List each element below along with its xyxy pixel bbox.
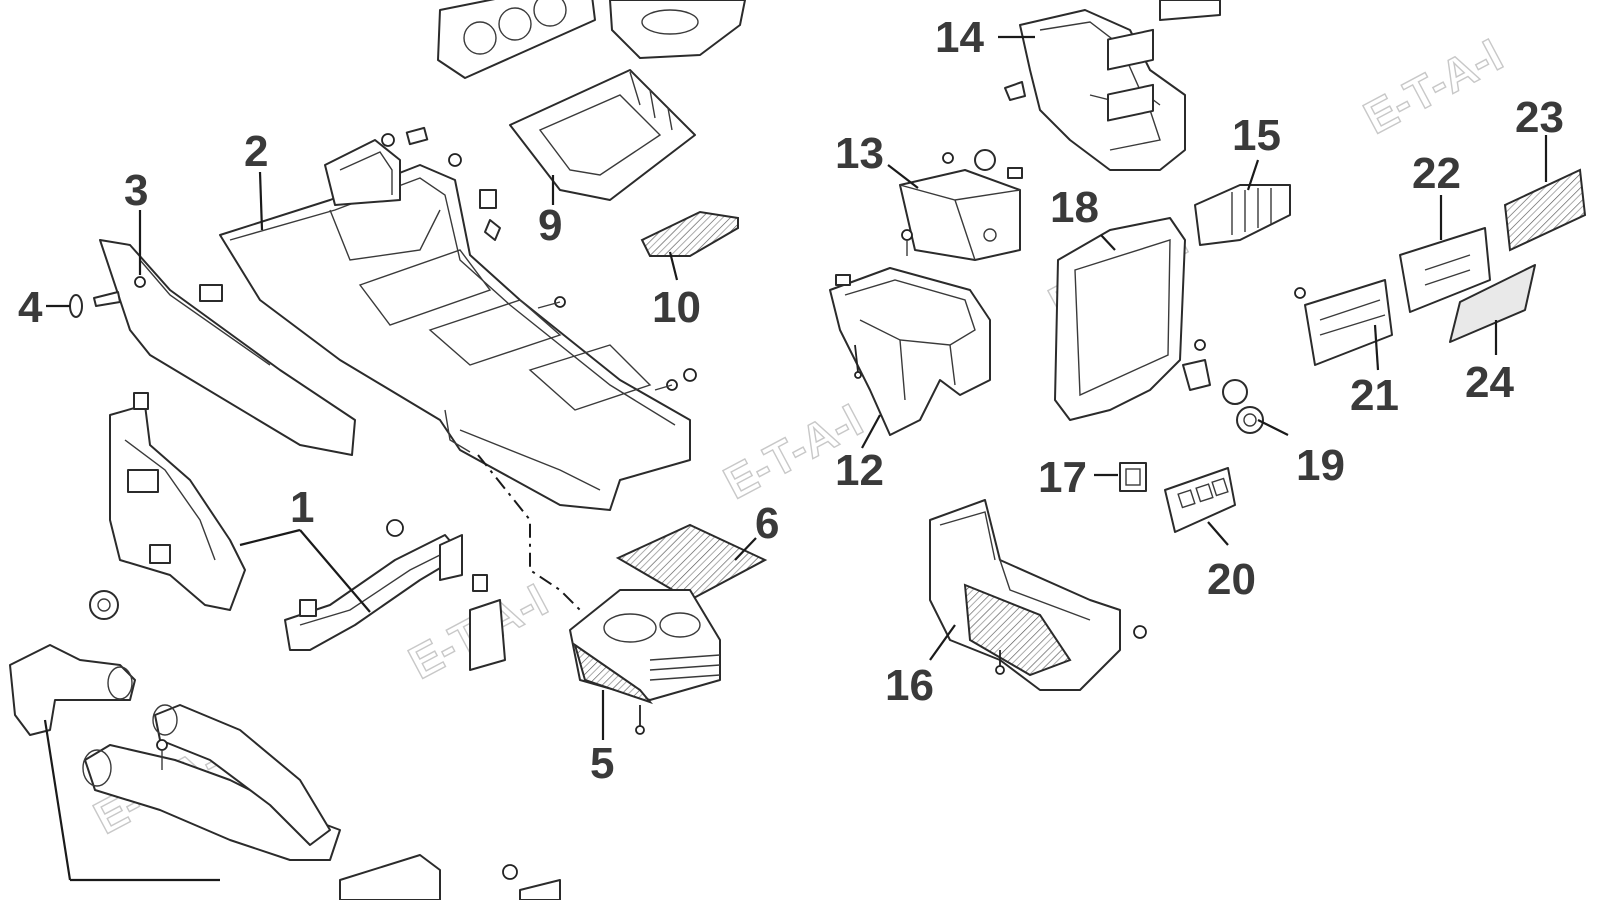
part-12-armrest-housing <box>829 267 991 436</box>
callout-21: 21 <box>1350 371 1399 420</box>
part-13-storage-bin <box>899 149 1023 261</box>
part-5-cup-holder <box>569 589 721 735</box>
callout-23: 23 <box>1515 93 1564 142</box>
callout-13: 13 <box>835 129 884 178</box>
part-16-rear-frame <box>929 499 1147 691</box>
part-22-module <box>1399 227 1491 313</box>
part-14-rear-trim <box>1004 0 1221 171</box>
callout-2: 2 <box>244 127 268 176</box>
callout-1: 1 <box>290 483 314 532</box>
part-17-switch <box>1119 462 1147 492</box>
callout-17: 17 <box>1038 453 1087 502</box>
callout-labels: 1 2 3 4 5 6 9 10 12 13 14 15 16 17 18 19… <box>18 13 1564 788</box>
callout-24: 24 <box>1465 358 1514 407</box>
part-2-console-body <box>219 126 697 611</box>
part-20-switch-panel <box>1164 467 1236 533</box>
callout-15: 15 <box>1232 111 1281 160</box>
part-19-socket <box>1182 359 1264 434</box>
part-1-bracket-front <box>109 392 246 611</box>
part-air-duct <box>9 644 561 900</box>
part-24-plate <box>1449 264 1536 343</box>
callout-19: 19 <box>1296 441 1345 490</box>
callout-20: 20 <box>1207 555 1256 604</box>
leader-lines <box>43 35 1548 882</box>
callout-10: 10 <box>652 283 701 332</box>
callout-3: 3 <box>124 166 148 215</box>
callout-16: 16 <box>885 661 934 710</box>
callout-6: 6 <box>755 499 779 548</box>
part-10-mat <box>640 210 739 257</box>
part-screw <box>156 739 168 770</box>
part-washer <box>89 590 119 620</box>
callout-5: 5 <box>590 739 614 788</box>
watermark: E-T-A-I <box>1355 28 1510 143</box>
part-gear-boot-top <box>609 0 746 59</box>
part-6-mat <box>615 523 768 602</box>
part-21-module <box>1294 279 1393 366</box>
callout-12: 12 <box>835 446 884 495</box>
part-switch-bezel <box>437 0 596 79</box>
callout-14: 14 <box>935 13 984 62</box>
part-18-rear-panel <box>1054 28 1206 421</box>
part-4-clip <box>69 291 121 318</box>
part-3-side-trim <box>99 239 356 456</box>
callout-4: 4 <box>18 283 43 332</box>
callout-22: 22 <box>1412 149 1461 198</box>
part-23-module <box>1503 168 1587 252</box>
part-9-shift-frame <box>509 69 696 201</box>
part-1-bracket-rear <box>284 519 506 671</box>
callout-18: 18 <box>1050 183 1099 232</box>
part-15-vent <box>1194 184 1291 246</box>
callout-9: 9 <box>538 201 562 250</box>
